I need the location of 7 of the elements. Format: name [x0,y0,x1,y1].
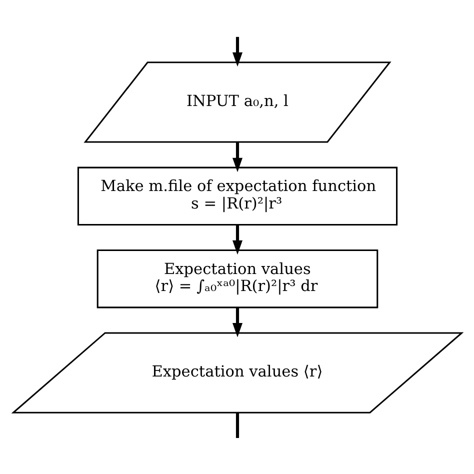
arrow [232,306,242,337]
arrow [232,142,242,172]
node-box: Expectation values ⟨r⟩ = ∫ₐ₀ˣᵃ⁰|R(r)²|r³ dr [96,249,378,308]
connector [235,412,239,438]
arrow [232,36,242,66]
node-box: Make m.file of expectation function s = |R(r)²|r³ [76,166,398,225]
arrow [232,224,242,254]
